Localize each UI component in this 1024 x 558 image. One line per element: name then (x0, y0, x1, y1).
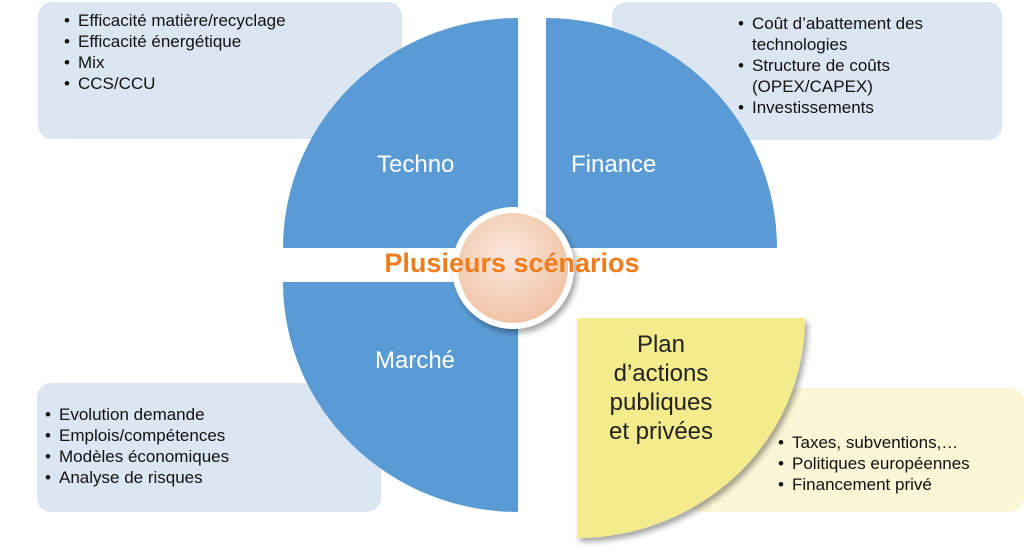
marche-items-list: Evolution demande Emplois/compétences Mo… (45, 404, 325, 488)
plan-label-line: d’actions (613, 360, 709, 387)
list-item: Investissements (738, 97, 988, 118)
finance-items-list: Coût d’abattement des technologies Struc… (738, 13, 988, 118)
list-item: Mix (64, 52, 314, 73)
list-item: Modèles économiques (45, 446, 325, 467)
plan-label: Plan d’actions publiques et privées (586, 330, 736, 446)
center-title: Plusieurs scénarios (384, 248, 640, 278)
list-item: Politiques européennes (778, 453, 1018, 474)
list-item: Efficacité énergétique (64, 31, 314, 52)
plan-label-line: Plan (636, 331, 686, 358)
list-item: Coût d’abattement des technologies (738, 13, 988, 55)
plan-label-line: et privées (608, 418, 714, 445)
plan-label-line: publiques (609, 389, 713, 416)
techno-items-list: Efficacité matière/recyclage Efficacité … (64, 10, 314, 94)
techno-label: Techno (377, 151, 455, 178)
techno-quadrant (283, 18, 518, 248)
list-item: Structure de coûts (OPEX/CAPEX) (738, 55, 988, 97)
list-item: Evolution demande (45, 404, 325, 425)
list-item: Financement privé (778, 474, 1018, 495)
techno-info-box: Efficacité matière/recyclage Efficacité … (38, 2, 402, 139)
list-item: CCS/CCU (64, 73, 314, 94)
plan-quadrant (577, 318, 805, 538)
plan-items-list: Taxes, subventions,… Politiques européen… (778, 432, 1018, 495)
center-circle (452, 207, 574, 329)
marche-label: Marché (375, 347, 456, 374)
marche-quadrant (283, 282, 518, 512)
finance-label: Finance (571, 151, 657, 178)
finance-quadrant (546, 18, 777, 248)
list-item: Taxes, subventions,… (778, 432, 1018, 453)
list-item: Analyse de risques (45, 467, 325, 488)
list-item: Emplois/compétences (45, 425, 325, 446)
list-item: Efficacité matière/recyclage (64, 10, 314, 31)
